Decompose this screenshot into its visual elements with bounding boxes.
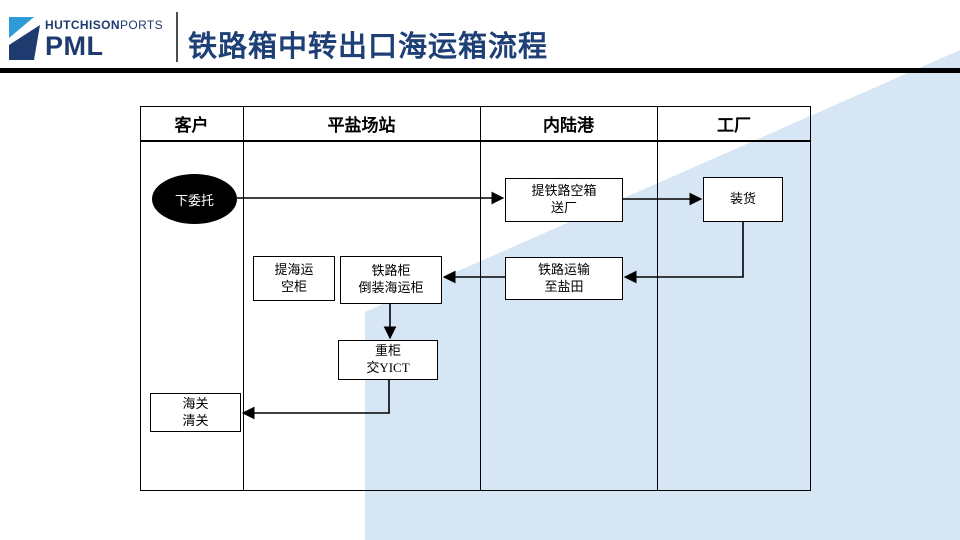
lane-header-inland-port: 内陆港 [543, 116, 594, 135]
flow-node-pick-sea-empty: 提海运 空柜 [253, 256, 335, 301]
flow-node-pick-rail-empty-line2: 送厂 [550, 200, 577, 215]
flow-node-pick-sea-empty-line1: 提海运 [274, 261, 314, 277]
column-divider-3 [656, 107, 658, 490]
flow-node-pick-rail-empty: 提铁路空箱 送厂 [505, 178, 623, 222]
brand-name-bold: HUTCHISON [45, 18, 120, 32]
flow-node-heavy-to-yict: 重柜 交YICT [338, 340, 438, 380]
flow-node-rail-to-sea-transfer-line1: 铁路柜 [371, 263, 411, 279]
flow-node-rail-transport: 铁路运输 至盐田 [505, 257, 623, 300]
flow-node-loading: 装货 [703, 177, 783, 222]
lane-header-factory: 工厂 [717, 116, 751, 135]
header-row-divider [141, 140, 810, 142]
flow-node-heavy-to-yict-line1: 重柜 [374, 343, 401, 359]
page-title: 铁路箱中转出口海运箱流程 [188, 31, 549, 63]
brand-subsidiary: PML [45, 31, 104, 61]
flow-node-customs-clearance-line1: 海关 [182, 395, 209, 411]
column-divider-2 [479, 107, 481, 490]
swimlane-table: 客户 平盐场站 内陆港 工厂 [140, 106, 811, 491]
brand-text: HUTCHISONPORTS PML [45, 19, 163, 60]
flow-node-place-order-label: 下委托 [174, 192, 214, 208]
flow-node-rail-transport-line1: 铁路运输 [537, 261, 590, 277]
hutchison-ports-logo-icon [9, 17, 40, 60]
brand-name-light: PORTS [119, 18, 164, 32]
header-divider [176, 12, 178, 62]
header-rule [0, 68, 960, 73]
brand-name: HUTCHISONPORTS [45, 19, 163, 31]
flow-node-heavy-to-yict-line2: 交YICT [366, 360, 410, 375]
flow-node-rail-transport-line2: 至盐田 [544, 278, 584, 294]
lane-header-pingyan-station: 平盐场站 [327, 116, 396, 135]
lane-header-customer: 客户 [174, 116, 209, 135]
column-divider-1 [242, 107, 244, 490]
flow-node-customs-clearance-line2: 清关 [182, 412, 209, 428]
flow-node-pick-rail-empty-line1: 提铁路空箱 [531, 183, 597, 199]
flow-node-rail-to-sea-transfer-line2: 倒装海运柜 [358, 280, 424, 295]
flow-node-rail-to-sea-transfer: 铁路柜 倒装海运柜 [340, 256, 442, 304]
hutchison-ports-pml-logo: HUTCHISONPORTS PML [8, 15, 178, 63]
flow-node-place-order: 下委托 [152, 174, 237, 224]
flow-node-loading-label: 装货 [729, 191, 756, 207]
flow-node-pick-sea-empty-line2: 空柜 [280, 278, 307, 294]
flow-node-customs-clearance: 海关 清关 [150, 393, 241, 432]
